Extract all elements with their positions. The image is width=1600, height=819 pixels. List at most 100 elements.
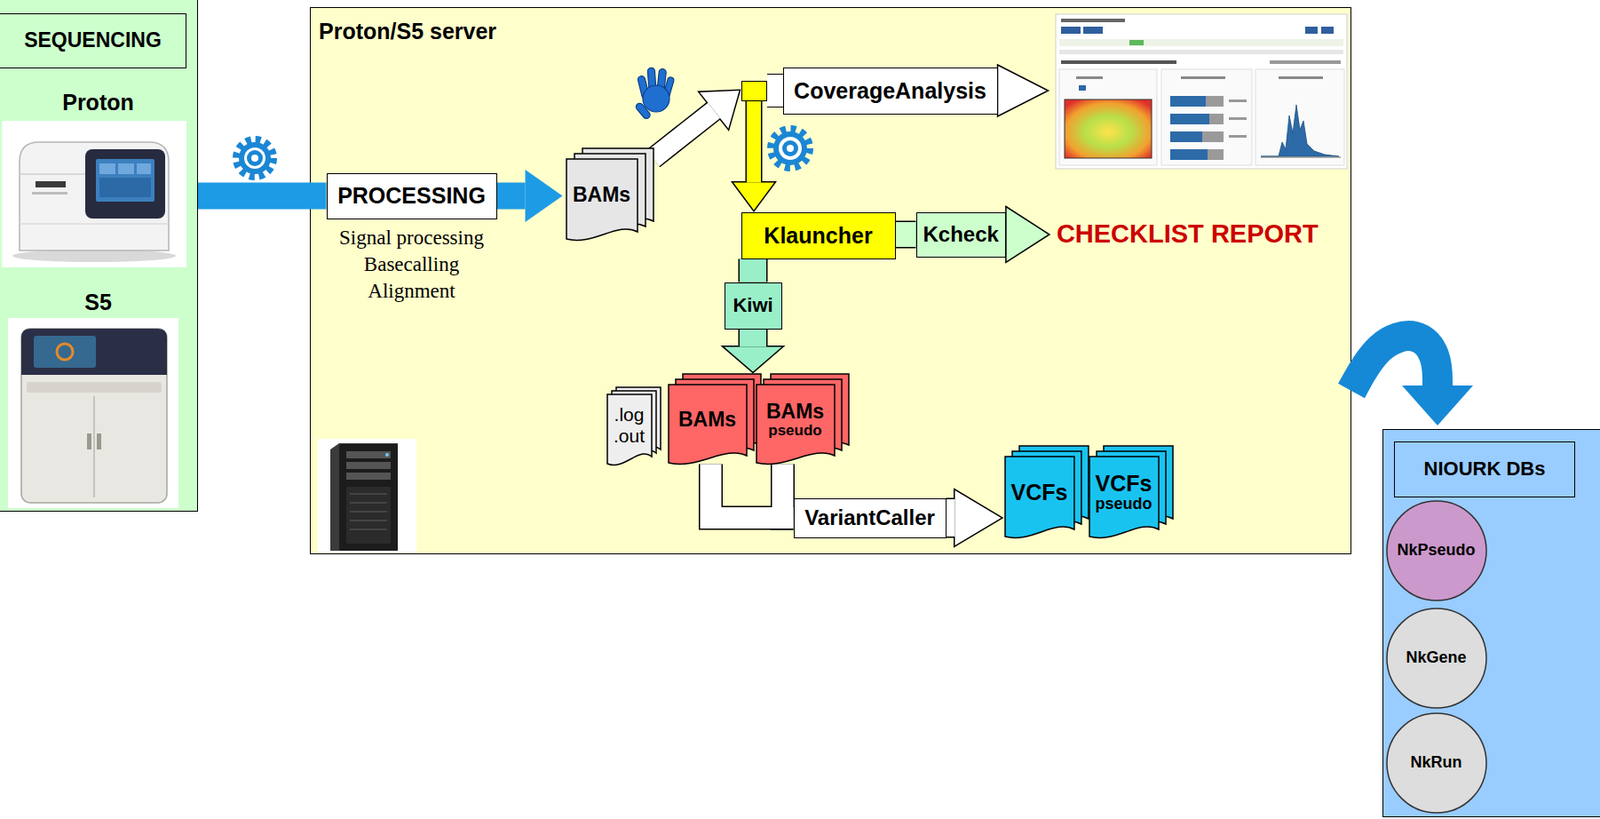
document-page [607,394,652,465]
database-circle: NkPseudo [1386,499,1488,602]
instrument-name: S5 [0,289,198,315]
connector [739,259,767,283]
box-label: Klauncher [763,222,872,249]
s5-instrument-part [96,433,102,450]
coverage-screenshot-part [1278,76,1323,80]
connector [739,329,767,348]
arrowhead-outline [733,182,775,211]
document-stack: .log .out [607,387,661,466]
document-stack: BAMs [566,148,654,241]
document-label: BAMs [678,408,737,431]
arrowhead [1401,385,1474,426]
server-tower-part [349,501,388,504]
coverage-screenshot-part [1078,85,1086,91]
s5-instrument-part [7,317,179,508]
connector-outline [745,101,763,183]
coverage-screenshot-part [1170,113,1210,125]
coverage-screenshot-part [1161,69,1252,166]
panel-heading: NIOURK DBs [1394,441,1576,498]
connector [711,464,794,519]
panel-heading: Proton/S5 server [318,18,1351,44]
coverage-screenshot-part [1170,149,1208,160]
database-circle: NkRun [1386,712,1488,814]
connector [946,499,956,537]
server-tower-part [349,528,388,531]
connector [1351,335,1438,391]
coverage-screenshot-part [1064,99,1152,159]
proton-instrument-part [136,163,151,175]
connector [746,101,761,183]
coverage-screenshot-part [1321,26,1334,34]
input-port [741,80,768,102]
document-label: VCFs [1011,480,1069,506]
document-text-area: BAMs [566,158,638,232]
gear-icon [770,128,810,168]
proton-instrument-part [95,158,155,202]
server-tower-part [385,452,389,457]
arrowhead-outline [955,490,1002,546]
proton-instrument-part [1,120,187,268]
gear-icon-part [246,150,263,167]
coverage-screenshot-part [1260,157,1341,159]
connector [198,182,327,210]
server-tower-part [317,438,417,553]
server-tower-part [346,486,391,544]
coverage-screenshot-part [1059,49,1344,55]
hand-icon-part [642,85,670,112]
output-arrowhead [1005,206,1050,263]
server-tower-part [346,461,391,469]
gear-icon-part [251,154,259,162]
hand-icon [634,67,675,120]
connector-outline [653,110,715,159]
document-page [566,158,638,240]
output-arrowhead [998,64,1049,117]
server-tower-part [349,519,388,522]
document-page [1089,456,1159,538]
coverage-screenshot-part [1170,131,1203,143]
process-box: Klauncher [741,212,896,260]
report-label: CHECKLIST REPORT [1056,219,1319,249]
process-label: PROCESSING [326,173,498,220]
coverage-screenshot-part [1061,18,1125,23]
arrowheads [525,90,1474,546]
arrowhead [733,182,775,211]
proton-instrument-part [19,142,169,251]
coverage-screenshot-part [1180,76,1226,80]
proton-instrument-part [12,249,176,262]
proton-instrument-part [19,173,86,175]
coverage-screenshot-part [1061,60,1177,64]
gear-icon-part [238,142,271,175]
s5-instrument [7,317,179,508]
s5-instrument-part [26,381,162,393]
document-stack: VCFs [1005,445,1089,539]
connector [783,464,794,519]
connector-outline [783,464,794,519]
coverage-screenshot-part [1209,113,1224,125]
document-label: BAMs [572,183,631,206]
coverage-screenshot-part [1129,39,1144,46]
gear-icon [236,139,274,177]
connector-outline [946,498,956,539]
arrowhead [699,90,739,129]
document-stack: VCFspseudo [1089,445,1173,539]
gear-icon-part [778,136,802,160]
proton-instrument [1,120,187,268]
gear-icon-part [770,128,810,168]
arrowhead-outline [724,347,783,373]
s5-instrument-part [93,396,96,498]
box-label: Kiwi [732,293,773,317]
connector [653,110,715,159]
box-label: CoverageAnalysis [793,78,987,104]
arrowhead-outlines [699,90,1001,546]
server-tower-part [330,443,398,551]
proton-instrument-part [85,149,166,219]
output-arrows [998,64,1050,263]
coverage-screenshot-part [1228,99,1247,103]
coverage-screenshot-part [1076,76,1103,80]
s5-instrument-part [56,343,73,360]
server-tower-part [349,510,388,513]
box-label: Kcheck [923,221,999,247]
connector-outline [711,464,794,519]
document-text-area: VCFspseudo [1089,456,1159,530]
gear-icon-part [786,144,794,152]
